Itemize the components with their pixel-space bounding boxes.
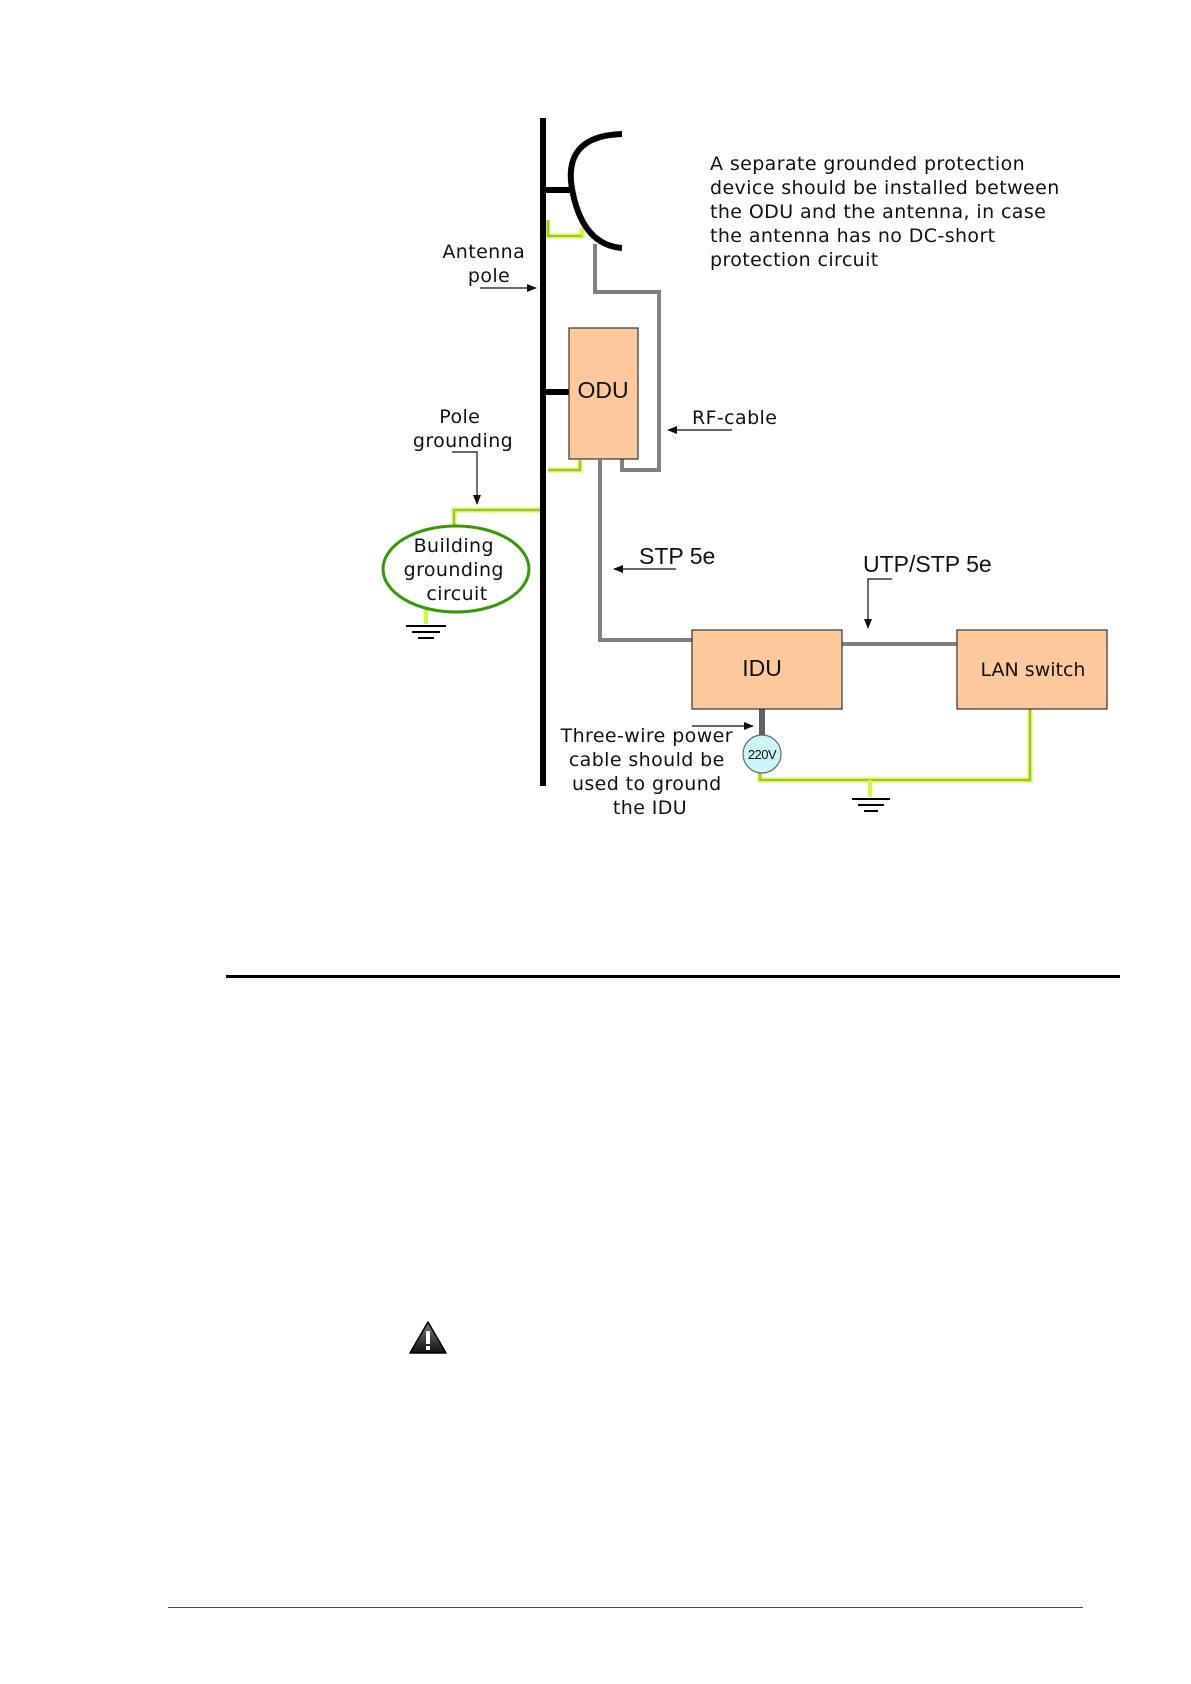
protection-note: A separate grounded protection device sh… <box>710 153 1066 271</box>
power-note-line-1: Three-wire power <box>560 725 733 747</box>
utp-stp-label: UTP/STP 5e <box>863 551 992 577</box>
pole-ground-wire <box>451 507 540 526</box>
warning-triangle-icon <box>409 1321 447 1354</box>
voltage-label: 220V <box>748 747 777 762</box>
idu-box <box>691 629 843 710</box>
building-grounding-line-2: grounding <box>404 559 504 581</box>
power-source-220v <box>742 734 782 774</box>
building-grounding-label: Building grounding circuit <box>404 535 511 605</box>
pole-grounding-line-2: grounding <box>413 430 513 452</box>
lan-switch-label: LAN switch <box>981 659 1086 681</box>
rf-cable <box>593 244 661 472</box>
utp-stp-arrow <box>864 578 892 629</box>
idu-label: IDU <box>742 655 782 681</box>
power-note-line-3: used to ground <box>572 773 722 795</box>
antenna-pole-label: Antenna pole <box>442 241 531 287</box>
building-grounding-line-3: circuit <box>426 583 487 605</box>
power-note-line-2: cable should be <box>569 749 725 771</box>
note-line-4: the antenna has no DC-short <box>710 225 996 247</box>
odu-ground-wire <box>548 460 583 473</box>
ground-symbol-idu <box>852 798 890 812</box>
footer-divider <box>168 1607 1083 1608</box>
odu-label: ODU <box>577 377 628 403</box>
note-line-1: A separate grounded protection <box>710 153 1025 175</box>
section-divider <box>226 975 1120 978</box>
building-grounding-line-1: Building <box>414 535 494 557</box>
antenna-pole-line-1: Antenna <box>442 241 525 263</box>
stp-cable <box>598 460 692 642</box>
dish-antenna <box>567 131 623 251</box>
note-line-3: the ODU and the antenna, in case <box>710 201 1046 223</box>
antenna-pole-line-2: pole <box>468 265 510 287</box>
pole-grounding-line-1: Pole <box>439 406 480 428</box>
note-line-5: protection circuit <box>710 249 879 271</box>
pole-grounding-arrow <box>452 451 481 505</box>
lan-switch-box <box>956 629 1108 710</box>
note-line-2: device should be installed between <box>710 177 1060 199</box>
stp-label: STP 5e <box>639 543 715 569</box>
dish-ground-wire <box>545 220 585 239</box>
power-cable-note: Three-wire power cable should be used to… <box>560 725 740 819</box>
pole-grounding-label: Pole grounding <box>413 406 513 452</box>
building-grounding-circuit <box>381 524 531 614</box>
odu-box <box>568 327 639 460</box>
rf-cable-label: RF-cable <box>692 407 777 429</box>
ground-wires <box>424 220 1033 797</box>
power-note-line-4: the IDU <box>613 797 687 819</box>
idu-ground-wire <box>757 708 1033 783</box>
ground-symbol-building <box>406 625 446 639</box>
